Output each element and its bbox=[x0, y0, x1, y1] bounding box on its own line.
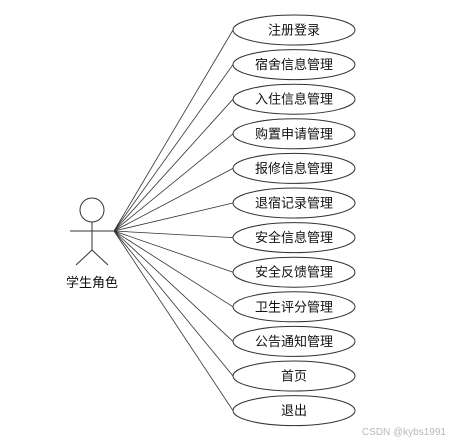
use-case: 入住信息管理 bbox=[232, 83, 356, 115]
use-case-label: 退宿记录管理 bbox=[255, 196, 333, 212]
use-case-label: 宿舍信息管理 bbox=[255, 57, 333, 73]
use-case-ellipse bbox=[232, 49, 356, 81]
use-case: 购置申请管理 bbox=[232, 118, 356, 150]
use-case-label: 报修信息管理 bbox=[255, 161, 333, 177]
association-line bbox=[113, 202, 234, 232]
actor-head bbox=[79, 197, 105, 223]
association-line bbox=[113, 230, 234, 273]
use-case: 宿舍信息管理 bbox=[232, 49, 356, 81]
actor-figure: 学生角色 bbox=[66, 197, 118, 291]
use-case-ellipse bbox=[232, 360, 356, 392]
use-case: 报修信息管理 bbox=[232, 152, 356, 184]
use-case: 公告通知管理 bbox=[232, 325, 356, 357]
use-case-label: 安全信息管理 bbox=[255, 230, 333, 246]
use-case: 卫生评分管理 bbox=[232, 291, 356, 323]
use-case: 首页 bbox=[232, 360, 356, 392]
use-case-label: 安全反馈管理 bbox=[255, 265, 333, 281]
use-case-label: 首页 bbox=[281, 370, 307, 385]
association-line bbox=[113, 133, 234, 232]
association-line bbox=[113, 230, 234, 238]
use-case-ellipse bbox=[232, 83, 356, 115]
use-case: 安全信息管理 bbox=[232, 222, 356, 254]
actor-label: 学生角色 bbox=[66, 275, 118, 291]
association-line bbox=[113, 64, 234, 232]
use-case-label: 退出 bbox=[281, 404, 307, 419]
use-case-ellipse bbox=[232, 325, 356, 357]
use-case: 退宿记录管理 bbox=[232, 187, 356, 219]
association-line bbox=[113, 230, 234, 342]
association-line bbox=[113, 98, 234, 232]
use-case-label: 公告通知管理 bbox=[255, 334, 333, 350]
use-case-list: 注册登录宿舍信息管理入住信息管理购置申请管理报修信息管理退宿记录管理安全信息管理… bbox=[232, 14, 356, 427]
use-case-ellipse bbox=[232, 256, 356, 288]
use-case-label: 购置申请管理 bbox=[255, 126, 333, 142]
actor-right-leg bbox=[91, 249, 109, 266]
use-case: 注册登录 bbox=[232, 14, 356, 46]
use-case-ellipse bbox=[232, 152, 356, 184]
association-line bbox=[113, 230, 234, 308]
use-case-label: 入住信息管理 bbox=[255, 92, 333, 108]
association-line bbox=[113, 29, 234, 232]
use-case-ellipse bbox=[232, 14, 356, 46]
watermark: CSDN @kybs1991 bbox=[361, 427, 446, 438]
association-lines bbox=[113, 29, 234, 411]
use-case-ellipse bbox=[232, 187, 356, 219]
actor-left-leg bbox=[75, 249, 93, 266]
use-case-label: 注册登录 bbox=[268, 24, 320, 39]
use-case: 退出 bbox=[232, 395, 356, 427]
use-case-ellipse bbox=[232, 222, 356, 254]
use-case-label: 卫生评分管理 bbox=[255, 300, 333, 315]
association-line bbox=[113, 168, 234, 232]
use-case: 安全反馈管理 bbox=[232, 256, 356, 288]
association-line bbox=[113, 230, 234, 377]
use-case-ellipse bbox=[232, 291, 356, 323]
association-line bbox=[113, 230, 234, 411]
use-case-ellipse bbox=[232, 395, 356, 427]
use-case-ellipse bbox=[232, 118, 356, 150]
